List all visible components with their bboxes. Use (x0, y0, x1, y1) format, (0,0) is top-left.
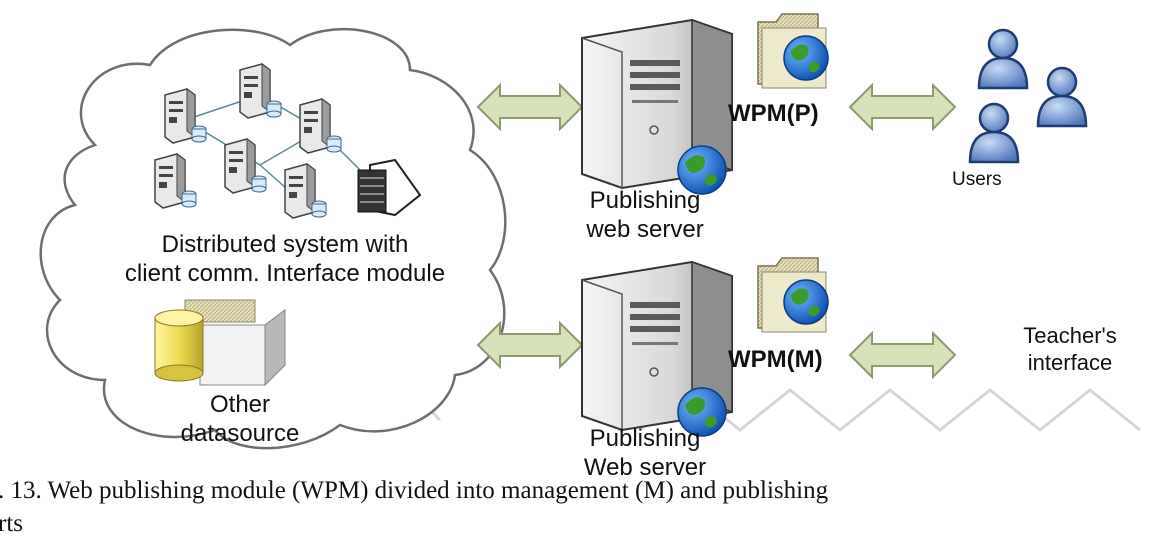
database-icon (154, 309, 204, 382)
folder-icon (757, 13, 829, 89)
mini-server-icon (239, 63, 282, 119)
mini-server-icon (154, 153, 197, 209)
globe-icon (677, 145, 727, 195)
server-icon (581, 260, 733, 437)
arrow-group (476, 82, 957, 380)
user-icon (977, 28, 1029, 90)
other-line1: Other (209, 391, 271, 418)
server-top-label: Publishing web server (560, 186, 730, 244)
datasource-icon (154, 299, 286, 387)
server-icon (581, 18, 733, 195)
cloud-title-line2: client comm. Interface module (124, 260, 446, 287)
teacher-line2: interface (1027, 350, 1113, 375)
user-icon (968, 102, 1020, 164)
server-bottom-line2: Web server (583, 454, 707, 481)
server-top-line1: Publishing (589, 187, 701, 214)
folder-icon (757, 257, 829, 333)
server-bottom-line1: Publishing (589, 425, 701, 452)
mini-server-icon (224, 138, 267, 194)
storage-icon (357, 158, 422, 217)
users-group (968, 28, 1088, 164)
cloud-title: Distributed system with client comm. Int… (90, 230, 480, 288)
server-top-line2: web server (586, 216, 704, 243)
teacher-line1: Teacher's (1023, 323, 1117, 348)
double-arrow-icon (848, 82, 957, 132)
globe-icon (783, 279, 829, 325)
teacher-interface-label: Teacher's interface (1010, 322, 1130, 376)
globe-icon (783, 35, 829, 81)
mini-server-group (154, 63, 342, 219)
big-server-group (581, 13, 829, 437)
double-arrow-icon (476, 82, 584, 132)
other-line2: datasource (180, 420, 300, 447)
mini-server-icon (164, 88, 207, 144)
wpm-p-label: WPM(P) (728, 100, 819, 127)
double-arrow-icon (476, 320, 584, 370)
wpm-m-label: WPM(M) (728, 346, 823, 373)
mini-server-icon (284, 163, 327, 219)
users-label: Users (952, 169, 1002, 190)
figure-caption: . 13. Web publishing module (WPM) divide… (0, 474, 1151, 540)
server-bottom-label: Publishing Web server (560, 424, 730, 482)
user-icon (1036, 66, 1088, 128)
globe-icon (677, 387, 727, 437)
double-arrow-icon (848, 330, 957, 380)
watermark-shape (358, 377, 1141, 432)
mini-server-icon (299, 98, 342, 154)
caption-line2: rts (0, 510, 23, 537)
caption-line1: . 13. Web publishing module (WPM) divide… (0, 477, 829, 504)
other-datasource-label: Other datasource (170, 390, 310, 448)
cloud-title-line1: Distributed system with (161, 231, 409, 258)
